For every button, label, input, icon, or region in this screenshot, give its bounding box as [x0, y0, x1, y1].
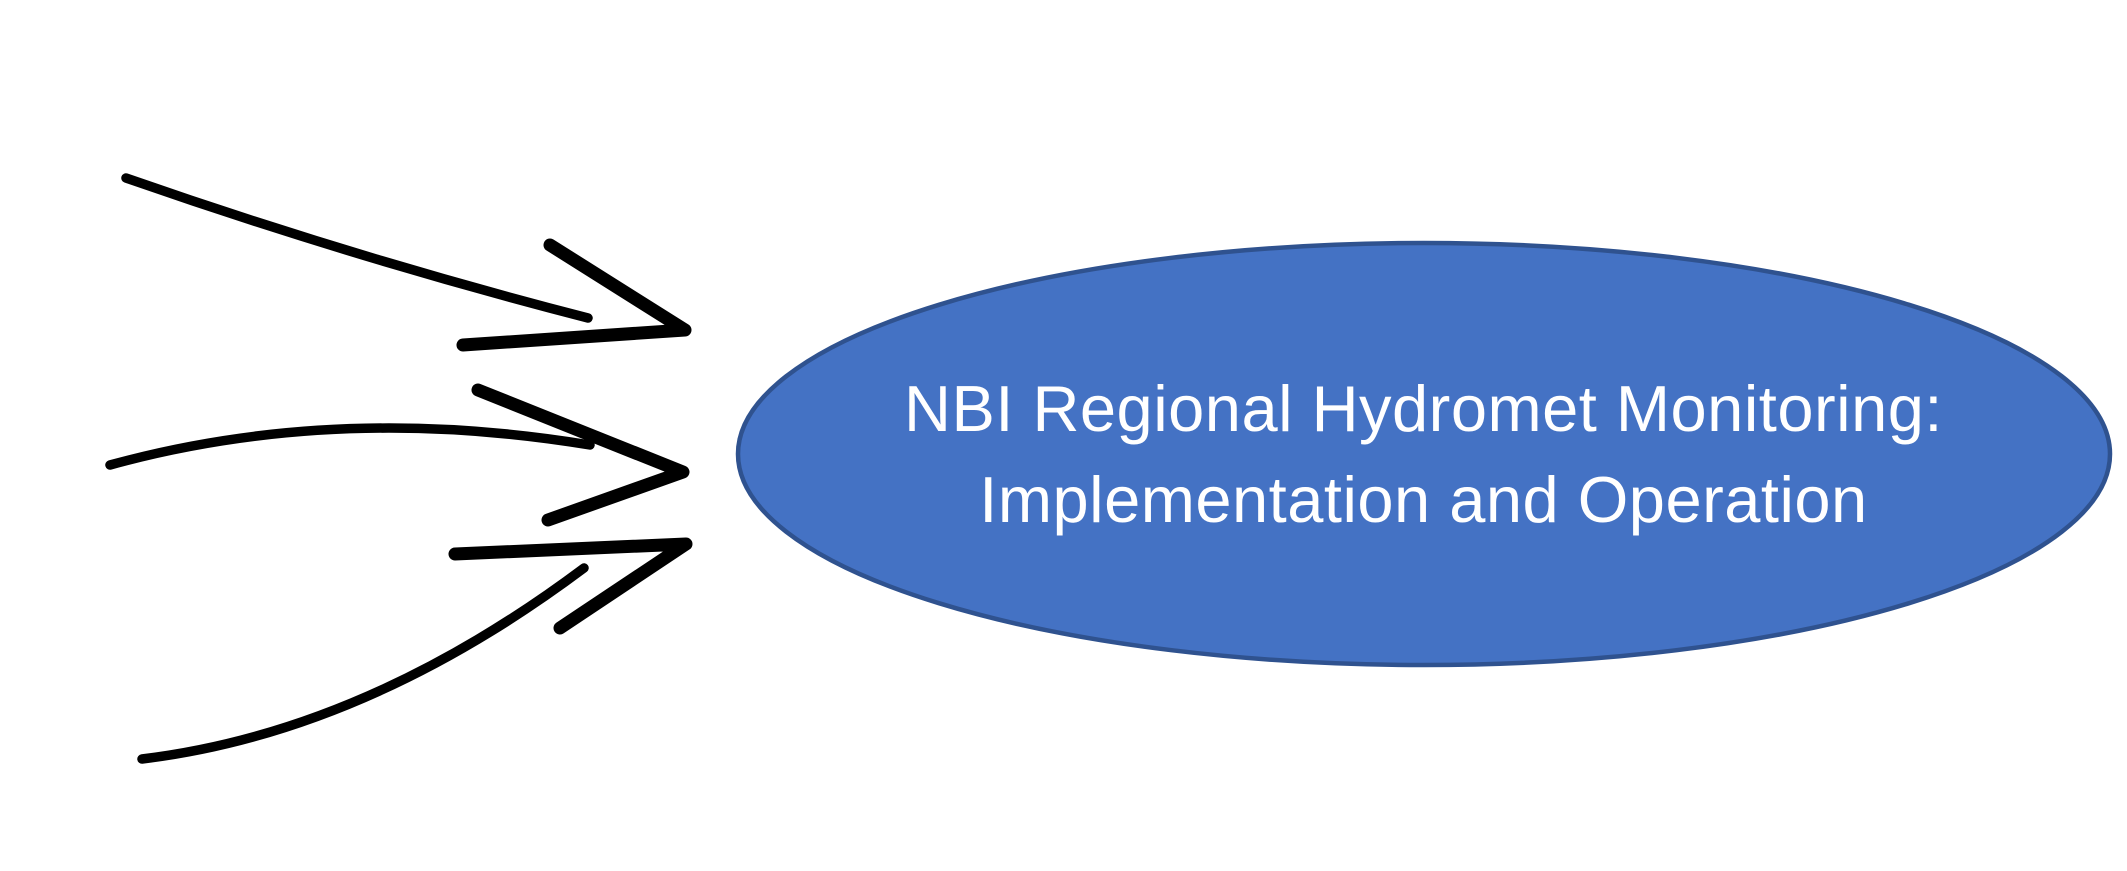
- arrow-head: [471, 383, 690, 527]
- arrow-shaft: [137, 563, 589, 764]
- arrow-head: [448, 537, 693, 635]
- curved-arrow-top-icon: [121, 173, 692, 352]
- hydromet-node-ellipse: [735, 240, 2113, 668]
- arrow-head: [456, 238, 692, 352]
- arrow-shaft: [121, 173, 593, 323]
- arrow-shaft: [105, 423, 595, 470]
- curved-arrow-middle-icon: [105, 383, 690, 527]
- curved-arrow-bottom-icon: [137, 537, 693, 764]
